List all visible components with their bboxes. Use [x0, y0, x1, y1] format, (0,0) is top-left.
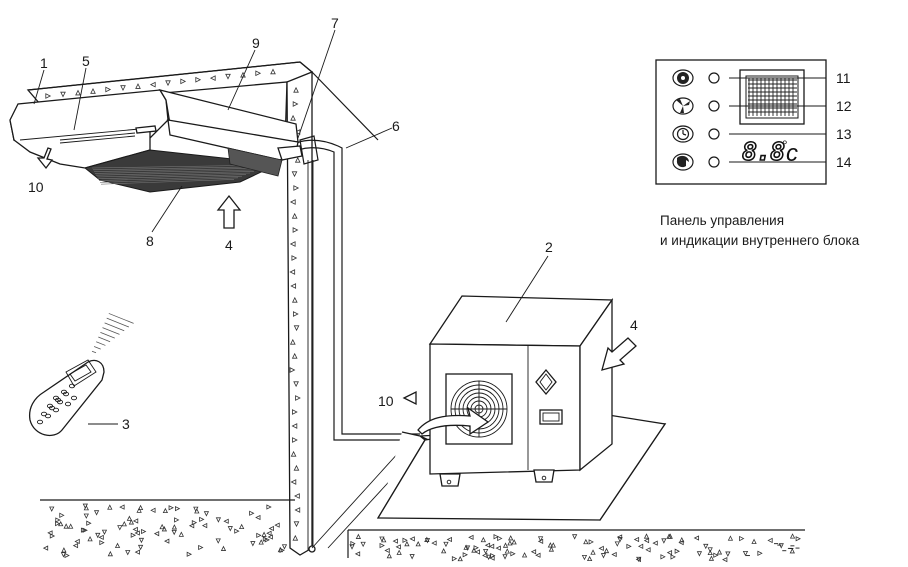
callout-8: 8 — [146, 233, 154, 249]
defrost-cycle-icon — [672, 153, 694, 171]
indicator-led-11 — [708, 72, 720, 84]
airflow-arrow-intake-outdoor — [601, 337, 637, 371]
callout-10-indoor: 10 — [28, 179, 44, 195]
callout-7: 7 — [331, 15, 339, 31]
callout-6: 6 — [392, 118, 400, 134]
temperature-display-unit: c — [786, 140, 798, 167]
airflow-arrow-intake-indoor — [216, 194, 242, 229]
timer-clock-icon — [672, 125, 694, 143]
outdoor-unit — [376, 295, 667, 521]
callout-14: 14 — [836, 154, 852, 170]
panel-caption-line-1: Панель управления — [660, 213, 784, 228]
ceiling-wall-structure — [26, 61, 379, 556]
callout-labels: 1 5 9 7 6 10 8 4 2 4 10 3 11 12 13 14 — [28, 15, 852, 432]
indicator-led-13 — [708, 128, 720, 140]
callout-1: 1 — [40, 55, 48, 71]
callout-3: 3 — [122, 416, 130, 432]
soil-hatch — [42, 503, 801, 563]
callout-2: 2 — [545, 239, 553, 255]
concrete-hatch-wall — [289, 86, 301, 541]
ground-slab — [40, 499, 805, 563]
indicator-led-14 — [708, 156, 720, 168]
panel-caption-line-2: и индикации внутреннего блока — [660, 233, 860, 248]
callout-4-outdoor: 4 — [630, 317, 638, 333]
swing-fan-icon — [672, 97, 694, 115]
remote-control — [28, 313, 134, 437]
callout-4-indoor: 4 — [225, 237, 233, 253]
callout-13: 13 — [836, 126, 852, 142]
control-panel: 8.8 ° c — [655, 59, 827, 185]
concrete-hatch-ceiling — [45, 68, 276, 99]
fan-mode-icon — [672, 69, 694, 87]
airflow-arrow-outlet-outdoor — [402, 390, 490, 436]
callout-12: 12 — [836, 98, 852, 114]
indicator-led-12 — [708, 100, 720, 112]
indoor-ceiling-unit — [9, 88, 303, 193]
airflow-arrow-outlet-indoor — [36, 147, 54, 170]
degree-sign: ° — [782, 137, 788, 153]
callout-9: 9 — [252, 35, 260, 51]
ir-signal-icon — [91, 313, 134, 354]
callout-10-outdoor: 10 — [378, 393, 394, 409]
callout-11: 11 — [836, 70, 851, 86]
leader-lines — [33, 29, 826, 425]
ir-receiver-grid — [748, 78, 797, 116]
callout-5: 5 — [82, 53, 90, 69]
